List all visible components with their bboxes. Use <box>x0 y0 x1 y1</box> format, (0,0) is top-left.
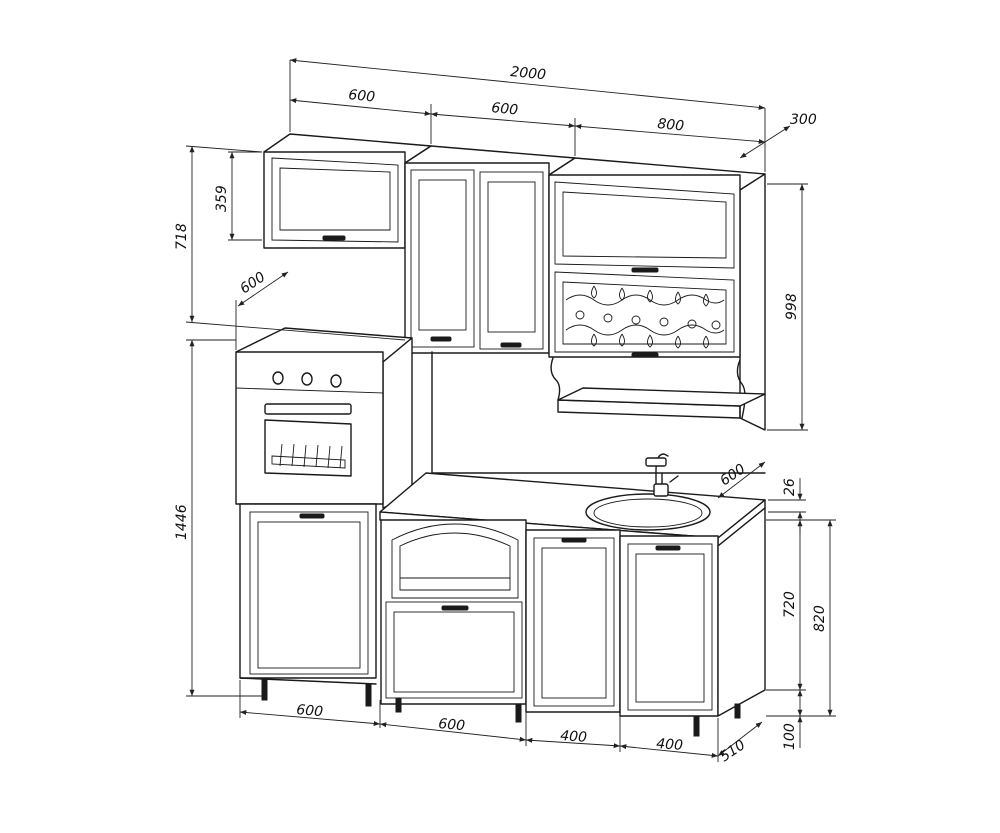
open-shelf <box>550 357 766 419</box>
dim-upper-w1: 600 <box>348 87 376 105</box>
dim-upper-h-left: 718 <box>174 223 190 250</box>
oven-rack <box>271 443 346 469</box>
sink <box>585 493 711 531</box>
dim-stove-depth: 600 <box>237 269 268 297</box>
dim-upper-w3: 800 <box>657 116 685 134</box>
oven-handle <box>264 403 352 415</box>
upper-cabinets <box>263 133 766 431</box>
leg <box>261 679 268 701</box>
leg <box>395 697 402 713</box>
leg <box>693 715 700 737</box>
upper-cabinet-2-door-left <box>410 169 475 348</box>
upper-cabinet-2-handle-right <box>500 342 522 348</box>
dim-counter-thickness: 26 <box>782 478 798 496</box>
dim-base-w4: 400 <box>656 736 684 754</box>
upper-cabinet-2-door-left-panel <box>418 179 467 331</box>
stove <box>235 327 413 509</box>
upper-cabinet-2-handle-left <box>430 336 452 342</box>
base-cabinet-3 <box>525 529 621 713</box>
faucet <box>645 453 679 497</box>
upper-cabinet-3-side <box>739 173 766 431</box>
stove-side <box>382 337 413 509</box>
base-cabinet-4-handle <box>655 545 681 551</box>
base-cabinet-4 <box>619 507 766 737</box>
base-cabinet-2 <box>380 519 527 723</box>
upper-cabinet-2 <box>404 162 550 354</box>
dimension-lines <box>185 58 836 762</box>
dim-counter-depth: 600 <box>717 461 748 489</box>
base-cabinet-4-body <box>619 535 719 717</box>
sink-inner <box>593 498 703 528</box>
upper-cabinet-1-panel <box>279 167 391 231</box>
upper-cabinet-3-door-top <box>554 181 735 269</box>
upper-cabinet-1-door <box>271 157 399 243</box>
base-cabinet-1-panel <box>257 521 361 669</box>
dim-stove-height: 1446 <box>174 504 190 540</box>
dim-base-w1: 600 <box>296 702 324 720</box>
dim-leg-height: 100 <box>782 723 798 750</box>
base-cabinet-4-door <box>627 543 713 711</box>
base-cabinet-4-side <box>717 507 766 717</box>
dim-base-h-720: 720 <box>782 591 798 618</box>
oven-window <box>264 419 352 477</box>
upper-cabinet-3-door-top-panel <box>562 191 727 259</box>
leg <box>365 683 372 707</box>
stove-knob-2 <box>301 372 313 386</box>
dimension-labels: 2000 600 600 800 300 359 718 998 600 144… <box>174 64 828 765</box>
upper-cabinet-3-decor-panel <box>562 281 727 345</box>
dim-base-w3: 400 <box>560 728 588 746</box>
base-cabinet-3-panel <box>541 547 607 699</box>
decor-pattern <box>565 285 725 349</box>
dim-total-width: 2000 <box>510 64 547 83</box>
base-cabinet-4-panel <box>635 553 705 703</box>
stove-knob-3 <box>330 374 342 388</box>
leg <box>734 703 741 719</box>
drawer-handle <box>441 605 469 611</box>
dim-base-h-820: 820 <box>812 605 828 632</box>
upper-cabinet-2-door-right <box>479 171 544 350</box>
upper-cabinet-3-handle-bottom <box>631 352 659 358</box>
base-cabinet-1-handle <box>299 513 325 519</box>
stove-knob-1 <box>272 371 284 385</box>
dim-upper-w2: 600 <box>491 100 519 118</box>
drawer-front <box>385 601 523 699</box>
base-cabinet-1-door <box>249 511 369 675</box>
upper-cabinet-1-handle <box>322 235 346 241</box>
base-cabinet-1-body <box>239 503 377 679</box>
upper-cabinet-3-door-bottom <box>554 271 735 353</box>
base-cabinet-1 <box>239 503 377 707</box>
upper-cabinet-2-door-right-panel <box>487 181 536 333</box>
dim-upper-depth: 300 <box>790 112 817 128</box>
arched-niche <box>391 523 519 599</box>
dim-base-depth: 510 <box>717 737 748 765</box>
dim-base-w2: 600 <box>438 716 466 734</box>
dim-upper-h-right: 998 <box>784 293 800 320</box>
upper-cabinet-3-handle-top <box>631 267 659 273</box>
drawer-panel <box>393 611 515 693</box>
leg <box>515 703 522 723</box>
dim-upper-h-small: 359 <box>214 185 230 212</box>
base-cabinet-3-handle <box>561 537 587 543</box>
upper-cabinet-1 <box>263 151 406 249</box>
